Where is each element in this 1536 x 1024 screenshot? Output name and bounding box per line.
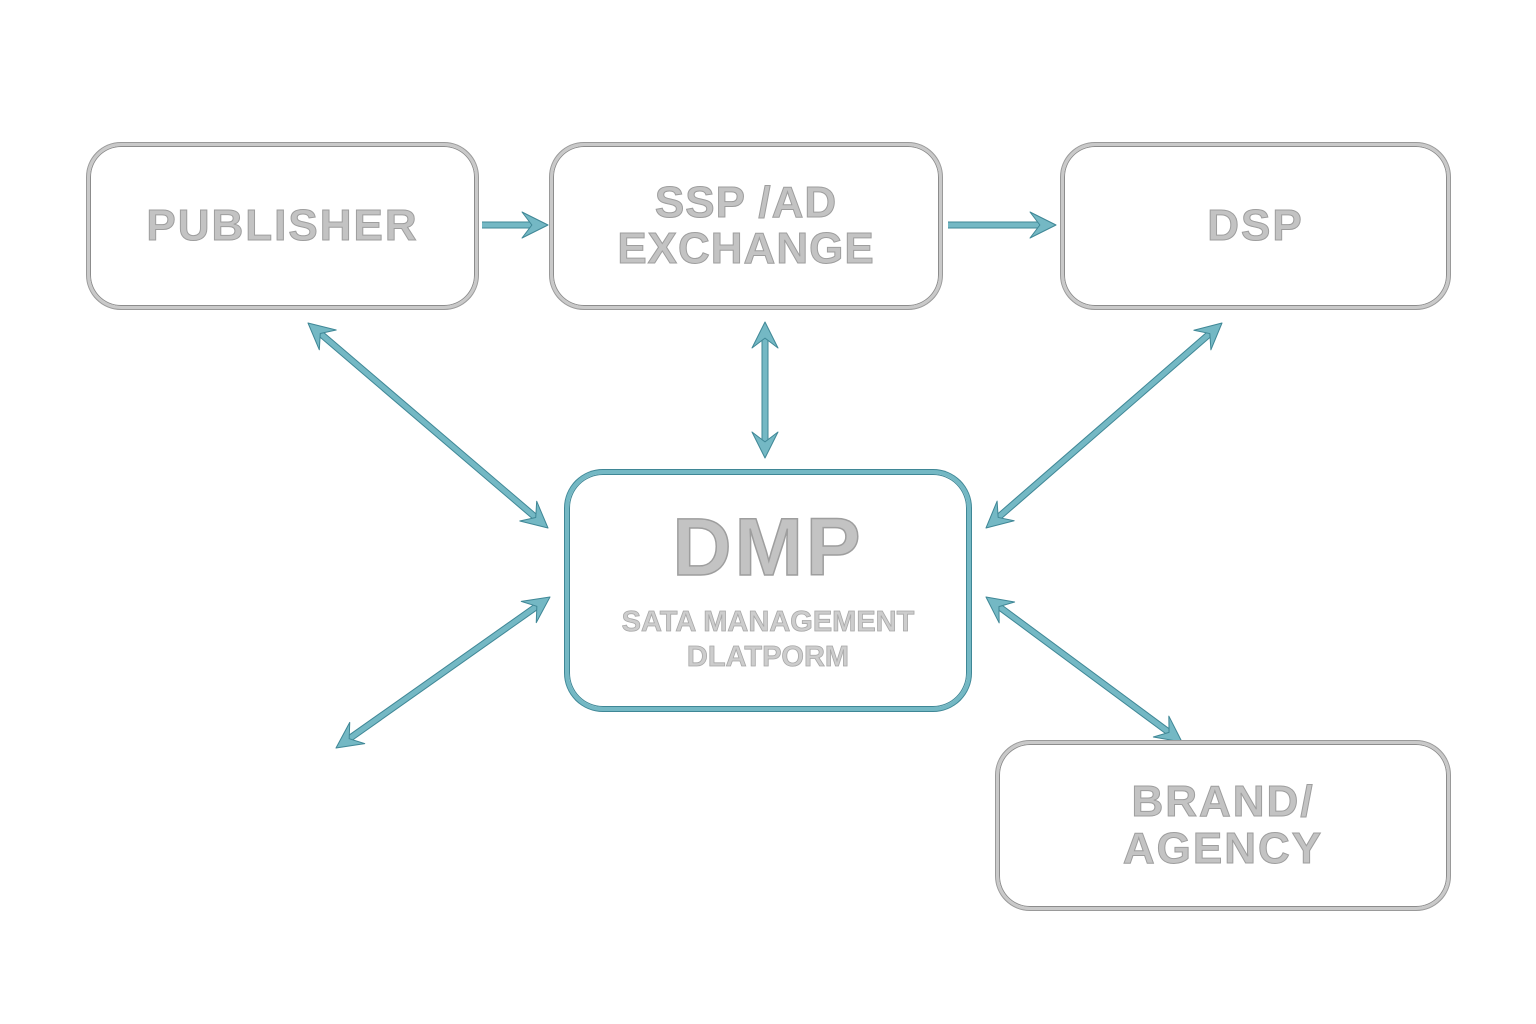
ssp-ad-exchange-node: SSP /AD EXCHANGE xyxy=(550,143,942,309)
brand-agency-node: BRAND/ AGENCY xyxy=(996,741,1450,910)
arrowhead-end-icon xyxy=(985,500,1015,529)
arrow-ssp-to-dsp xyxy=(948,211,1057,239)
arrow-dmp-brand xyxy=(985,596,1183,743)
arrowhead-end-icon xyxy=(335,721,366,749)
arrowhead-start-icon xyxy=(985,596,1016,624)
dmp-node: DMP SATA MANAGEMENT DLATPORM xyxy=(565,470,971,711)
arrow-dmp-bottom-left xyxy=(335,596,551,749)
brand-agency-label: BRAND/ AGENCY xyxy=(1122,777,1324,873)
ssp-ad-exchange-label: SSP /AD EXCHANGE xyxy=(617,177,875,273)
arrowhead-end-icon xyxy=(521,211,549,239)
dmp-title: DMP xyxy=(672,501,864,593)
arrowhead-end-icon xyxy=(751,431,779,459)
dsp-label: DSP xyxy=(1207,200,1304,250)
arrowhead-start-icon xyxy=(1193,322,1223,351)
arrowhead-start-icon xyxy=(307,322,337,351)
arrow-publisher-dmp xyxy=(307,322,549,529)
arrow-shaft xyxy=(347,604,539,741)
arrowhead-start-icon xyxy=(751,321,779,349)
arrow-shaft xyxy=(997,604,1171,735)
dsp-node: DSP xyxy=(1061,143,1450,309)
arrowhead-end-icon xyxy=(1029,211,1057,239)
arrowhead-start-icon xyxy=(520,596,551,624)
dmp-subtitle: SATA MANAGEMENT DLATPORM xyxy=(621,605,915,673)
arrow-shaft xyxy=(318,331,538,520)
publisher-label: PUBLISHER xyxy=(146,200,419,250)
arrowhead-end-icon xyxy=(1152,715,1183,743)
publisher-node: PUBLISHER xyxy=(87,143,478,309)
arrow-shaft xyxy=(996,331,1212,520)
arrow-ssp-dmp xyxy=(751,321,779,459)
arrowhead-end-icon xyxy=(519,500,549,529)
arrow-dsp-dmp xyxy=(985,322,1223,529)
arrow-publisher-to-ssp xyxy=(482,211,549,239)
